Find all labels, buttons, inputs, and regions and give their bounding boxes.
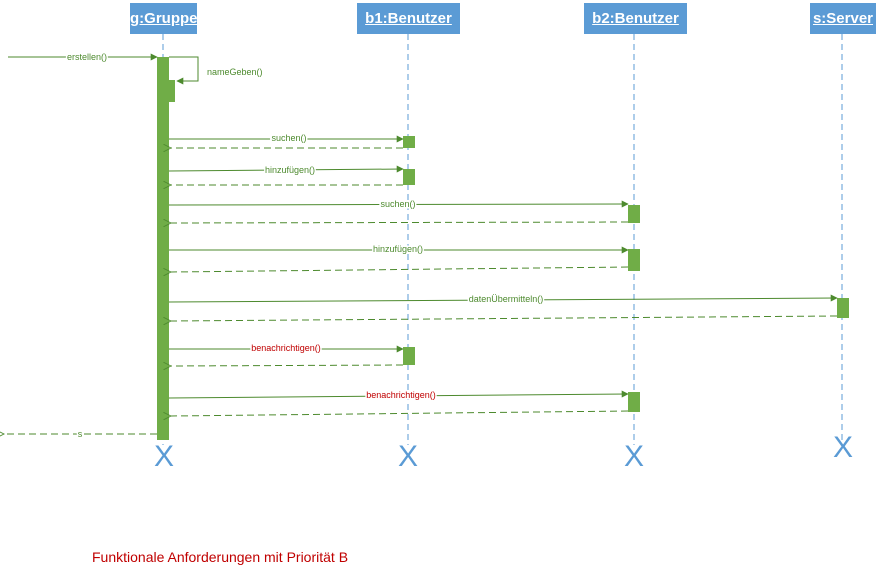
message-erstellen-label: erstellen() <box>67 52 107 62</box>
activation-bar-b2-benachrichtigen <box>628 392 640 412</box>
activation-bar-b2-hinzufuegen <box>628 249 640 271</box>
activation-bar-server <box>837 298 849 318</box>
message-suchen-b2-label: suchen() <box>380 199 415 209</box>
message-benachrichtigen-b1-label: benachrichtigen() <box>251 343 321 353</box>
activation-bar-b1-suchen <box>403 136 415 148</box>
lifeline-header-b2-benutzer: b2:Benutzer <box>584 3 687 34</box>
activation-bar-gruppe <box>157 57 169 440</box>
return-datenuebermitteln-arrow <box>171 315 838 321</box>
activation-bar-b1-hinzufuegen <box>403 169 415 185</box>
activation-bar-b1-benachrichtigen <box>403 347 415 365</box>
lifeline-header-b1-benutzer: b1:Benutzer <box>357 3 460 34</box>
return-suchen-b2-arrow <box>171 222 629 223</box>
return-s-label: s <box>78 429 83 439</box>
destroy-marker-b2-benutzer: X <box>624 440 644 473</box>
message-datenuebermitteln-label: datenÜbermitteln() <box>469 294 544 304</box>
message-namegeben-arrow <box>169 56 199 85</box>
lifeline-header-server: s:Server <box>810 3 876 34</box>
message-suchen-b1-label: suchen() <box>271 133 306 143</box>
message-benachrichtigen-b2-label: benachrichtigen() <box>366 390 436 400</box>
lifeline-header-gruppe: g:Gruppe <box>130 3 198 34</box>
message-hinzufuegen-b1-label: hinzufügen() <box>265 165 315 175</box>
diagram-caption: Funktionale Anforderungen mit Priorität … <box>92 549 349 565</box>
destroy-marker-b1-benutzer: X <box>398 440 418 473</box>
return-hinzufuegen-b2-arrow <box>171 266 629 272</box>
message-suchen-b2-arrow <box>168 200 629 208</box>
activation-bar-namegeben <box>165 80 175 102</box>
destroy-marker-server: X <box>833 431 853 464</box>
message-datenuebermitteln-arrow <box>168 294 838 303</box>
message-benachrichtigen-b2-arrow <box>168 390 629 399</box>
return-benachrichtigen-b2-arrow <box>171 410 629 416</box>
message-hinzufuegen-b1-arrow <box>168 165 404 173</box>
return-benachrichtigen-b1-arrow <box>171 365 404 366</box>
activation-bar-b2-suchen <box>628 205 640 223</box>
destroy-marker-gruppe: X <box>154 440 174 473</box>
message-hinzufuegen-b2-label: hinzufügen() <box>373 244 423 254</box>
message-namegeben-label: nameGeben() <box>207 67 263 77</box>
